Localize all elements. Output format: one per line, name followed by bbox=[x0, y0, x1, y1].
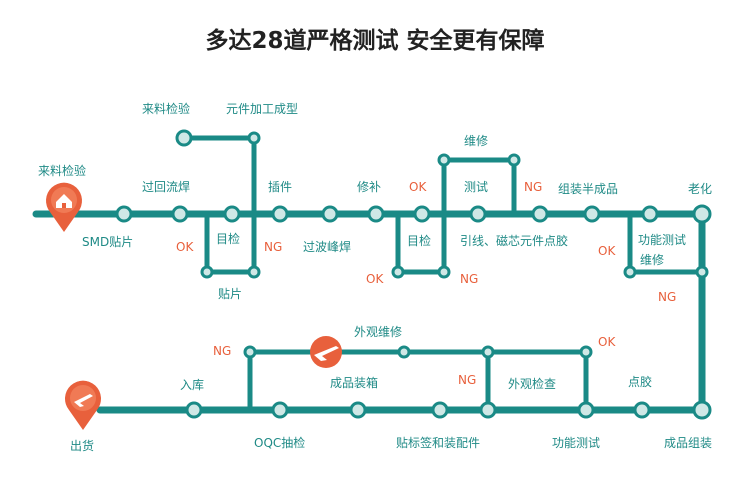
station-vc2-right[interactable] bbox=[437, 265, 451, 279]
mark-ok-1: OK bbox=[176, 240, 194, 254]
label-repair-2: 维修 bbox=[640, 252, 664, 267]
mark-ng-3: NG bbox=[524, 180, 542, 194]
station-reflow[interactable] bbox=[171, 205, 189, 223]
station-storage[interactable] bbox=[185, 401, 203, 419]
station-smd[interactable] bbox=[115, 205, 133, 223]
station-oqc[interactable] bbox=[271, 401, 289, 419]
forming-branch bbox=[184, 135, 257, 214]
label-appearance-repair: 外观维修 bbox=[354, 324, 402, 339]
label-patch: 贴片 bbox=[218, 287, 242, 301]
mark-ok-2: OK bbox=[409, 180, 427, 194]
label-component-forming: 元件加工成型 bbox=[226, 102, 298, 116]
station-visual-check-1[interactable] bbox=[223, 205, 241, 223]
label-reflow: 过回流焊 bbox=[142, 179, 190, 194]
station-finished-assembly[interactable] bbox=[692, 400, 712, 420]
station-function-test[interactable] bbox=[641, 205, 659, 223]
station-glue-core[interactable] bbox=[531, 205, 549, 223]
station-repair-left[interactable] bbox=[437, 153, 451, 167]
label-repair-1: 维修 bbox=[464, 133, 488, 148]
station-patch-right[interactable] bbox=[247, 265, 261, 279]
page-title: 多达28道严格测试 安全更有保障 bbox=[205, 27, 544, 54]
rework-loop-outer bbox=[247, 349, 589, 410]
label-start-incoming: 来料检验 bbox=[38, 163, 86, 178]
station-rework-right[interactable] bbox=[579, 345, 593, 359]
label-aging: 老化 bbox=[688, 182, 712, 196]
mark-ok-4: OK bbox=[598, 244, 616, 258]
station-label-pack[interactable] bbox=[431, 401, 449, 419]
mark-ng-1: NG bbox=[264, 240, 282, 254]
label-visual-check-1: 目检 bbox=[216, 231, 240, 246]
station-ftr-right[interactable] bbox=[695, 265, 709, 279]
mark-ok-3: OK bbox=[366, 272, 384, 286]
station-forming-start[interactable] bbox=[175, 129, 193, 147]
station-appearance-check[interactable] bbox=[479, 401, 497, 419]
label-storage: 入库 bbox=[180, 377, 204, 392]
station-glue[interactable] bbox=[633, 401, 651, 419]
label-boxing: 成品装箱 bbox=[330, 375, 378, 390]
visual-check-branch-1 bbox=[204, 214, 257, 275]
test-repair-loop bbox=[441, 157, 517, 214]
station-rework-right-inner[interactable] bbox=[481, 345, 495, 359]
branch-lines bbox=[184, 135, 702, 410]
station-visual-check-2[interactable] bbox=[413, 205, 431, 223]
label-test: 测试 bbox=[464, 179, 488, 194]
mark-ok-5: OK bbox=[598, 335, 616, 349]
station-test[interactable] bbox=[469, 205, 487, 223]
label-wave-solder: 过波峰焊 bbox=[303, 239, 351, 254]
station-ftr-corner[interactable] bbox=[623, 265, 637, 279]
station-aging[interactable] bbox=[692, 204, 712, 224]
label-appearance-check: 外观检查 bbox=[508, 376, 556, 391]
station-insert[interactable] bbox=[271, 205, 289, 223]
station-vc2-left[interactable] bbox=[391, 265, 405, 279]
label-smd: SMD贴片 bbox=[82, 235, 133, 249]
station-rework-mid[interactable] bbox=[397, 345, 411, 359]
station-function-test-2[interactable] bbox=[577, 401, 595, 419]
visual-check-branch-2 bbox=[395, 214, 447, 275]
label-label-pack: 贴标签和装配件 bbox=[396, 435, 480, 450]
house-icon bbox=[46, 182, 83, 232]
label-ship: 出货 bbox=[70, 438, 94, 453]
station-rework-left[interactable] bbox=[243, 345, 257, 359]
station-boxing[interactable] bbox=[349, 401, 367, 419]
station-touch-up[interactable] bbox=[367, 205, 385, 223]
label-incoming-inspection: 来料检验 bbox=[142, 101, 190, 116]
mark-ng-5: NG bbox=[213, 344, 231, 358]
label-oqc: OQC抽检 bbox=[254, 435, 305, 450]
label-semi-assembly: 组装半成品 bbox=[558, 182, 618, 196]
label-touch-up: 修补 bbox=[357, 179, 381, 194]
station-patch-left[interactable] bbox=[200, 265, 214, 279]
label-insert: 插件 bbox=[268, 180, 292, 194]
ok-ng-marks: OK NG OK OK NG NG OK NG NG OK NG bbox=[176, 180, 676, 387]
station-semi-assembly[interactable] bbox=[583, 205, 601, 223]
airplane-icon bbox=[65, 380, 101, 430]
stations bbox=[115, 129, 712, 420]
mark-ng-2: NG bbox=[460, 272, 478, 286]
label-glue: 点胶 bbox=[628, 374, 652, 389]
label-visual-check-2: 目检 bbox=[407, 233, 431, 248]
mark-ng-4: NG bbox=[658, 290, 676, 304]
mark-ng-6: NG bbox=[458, 373, 476, 387]
label-pin-glue: 引线、磁芯元件点胶 bbox=[460, 233, 568, 248]
rework-airplane-icon bbox=[310, 336, 342, 368]
labels: 来料检验 SMD贴片 来料检验 元件加工成型 过回流焊 目检 贴片 插件 过波峰… bbox=[38, 101, 712, 453]
label-function-test-2: 功能测试 bbox=[552, 435, 600, 450]
station-repair-right[interactable] bbox=[507, 153, 521, 167]
label-function-test-top: 功能测试 bbox=[638, 232, 686, 247]
station-forming-corner[interactable] bbox=[247, 131, 261, 145]
label-finished-assembly: 成品组装 bbox=[664, 436, 712, 450]
station-wave[interactable] bbox=[321, 205, 339, 223]
